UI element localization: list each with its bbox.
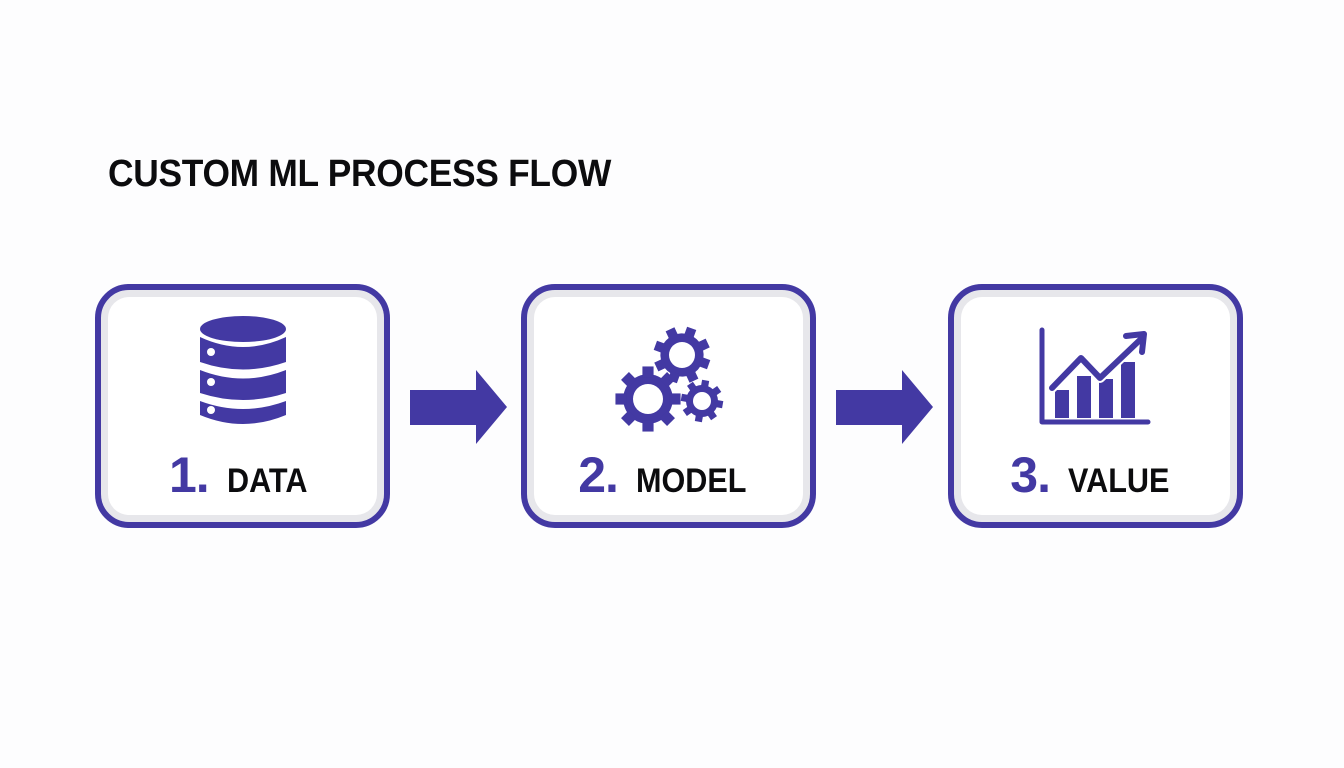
step-number: 3. [1010, 447, 1051, 503]
step-label-row: 2. MODEL [527, 446, 810, 504]
step-data: 1. DATA [95, 284, 390, 528]
growth-chart-icon [1039, 327, 1150, 425]
step-label-row: 1. DATA [101, 446, 384, 504]
step-name: DATA [226, 462, 308, 500]
step-number: 1. [168, 447, 210, 503]
page-title: CUSTOM ML PROCESS FLOW [108, 153, 612, 195]
gears-icon [614, 318, 726, 432]
step-model: 2. MODEL [521, 284, 816, 528]
step-name: MODEL [635, 462, 747, 500]
arrow-right-icon [410, 370, 507, 444]
step-label-row: 3. VALUE [954, 446, 1237, 504]
arrow-right-icon [836, 370, 933, 444]
step-number: 2. [578, 447, 619, 503]
step-name: VALUE [1067, 462, 1170, 500]
step-value: 3. VALUE [948, 284, 1243, 528]
database-icon [199, 316, 286, 424]
